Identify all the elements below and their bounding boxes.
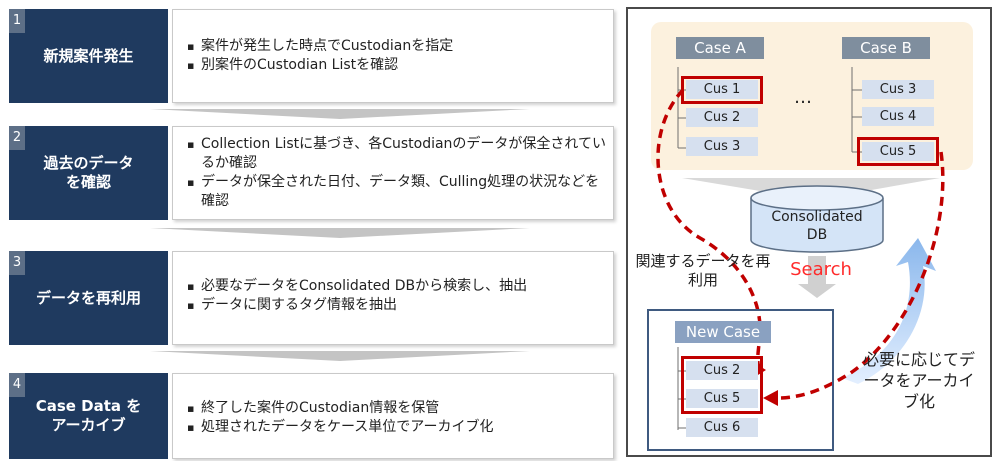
case-b-custodian: Cus 5 — [862, 142, 934, 161]
step-3-box: 3 データを再利用 — [9, 251, 168, 345]
step-4-number: 4 — [9, 373, 25, 397]
step-4-description: 終了した案件のCustodian情報を保管 処理されたデータをケース単位でアーカ… — [172, 373, 614, 459]
step-4-box: 4 Case Data をアーカイブ — [9, 373, 168, 459]
case-a-custodian: Cus 1 — [686, 80, 758, 99]
search-label: Search — [790, 259, 852, 280]
cases-ellipsis: … — [794, 87, 812, 108]
step-connector-arrow — [150, 351, 530, 361]
case-b-tree-line — [851, 67, 862, 153]
db-to-new-case-arrow — [798, 256, 836, 298]
step-2-bullet: データが保全された日付、データ類、Culling処理の状況などを確認 — [187, 173, 607, 211]
step-4-title: Case Data をアーカイブ — [9, 373, 168, 459]
step-connector-arrow — [150, 228, 530, 238]
new-case-custodian: Cus 6 — [686, 418, 758, 437]
new-case-custodian: Cus 5 — [686, 389, 758, 408]
step-3-description: 必要なデータをConsolidated DBから検索し、抽出 データに関するタグ… — [172, 251, 614, 345]
step-2-number: 2 — [9, 126, 25, 150]
step-1-bullet: 別案件のCustodian Listを確認 — [187, 56, 607, 75]
step-1-box: 1 新規案件発生 — [9, 9, 168, 103]
step-4-bullet: 終了した案件のCustodian情報を保管 — [187, 399, 607, 418]
case-a-custodian: Cus 3 — [686, 137, 758, 156]
reuse-label: 関連するデータを再利用 — [635, 252, 771, 289]
step-1-bullet: 案件が発生した時点でCustodianを指定 — [187, 37, 607, 56]
case-b-custodian: Cus 4 — [862, 107, 934, 126]
step-connector-arrow — [150, 109, 530, 119]
step-4-bullet: 処理されたデータをケース単位でアーカイブ化 — [187, 418, 607, 437]
highlight-cus5-case-b — [857, 137, 939, 166]
case-a-header: Case A — [676, 37, 764, 59]
diagram-frame — [626, 7, 992, 457]
step-2-title: 過去のデータを確認 — [9, 126, 168, 220]
step-1-title: 新規案件発生 — [43, 46, 134, 65]
consolidated-db-cylinder — [750, 185, 884, 253]
reuse-path-cus1 — [656, 88, 764, 372]
highlight-reused-custodians — [681, 356, 763, 414]
step-3-bullet: データに関するタグ情報を抽出 — [187, 296, 607, 315]
highlight-cus1 — [681, 76, 763, 104]
new-case-header: New Case — [675, 321, 771, 343]
step-3-number: 3 — [9, 251, 25, 275]
case-b-header: Case B — [842, 37, 930, 59]
step-1-number: 1 — [9, 9, 25, 33]
step-2-title-text: 過去のデータを確認 — [43, 154, 134, 191]
archive-label: 必要に応じてデータをアーカイブ化 — [862, 350, 975, 411]
case-a-custodian: Cus 2 — [686, 108, 758, 127]
step-4-title-text: Case Data をアーカイブ — [35, 397, 142, 434]
step-2-description: Collection Listに基づき、各Custodianのデータが保全されて… — [172, 126, 614, 220]
archive-arrow — [842, 238, 936, 384]
consolidated-db-label: Consolidated DB — [771, 209, 863, 243]
step-3-bullet: 必要なデータをConsolidated DBから検索し、抽出 — [187, 277, 607, 296]
reuse-path-cus5-arrowhead — [763, 390, 778, 406]
step-2-box: 2 過去のデータを確認 — [9, 126, 168, 220]
new-case-container — [647, 309, 834, 451]
step-2-bullet: Collection Listに基づき、各Custodianのデータが保全されて… — [187, 135, 607, 173]
new-case-custodian: Cus 2 — [686, 361, 758, 380]
step-1-description: 案件が発生した時点でCustodianを指定 別案件のCustodian Lis… — [172, 9, 614, 103]
case-b-custodian: Cus 3 — [862, 80, 934, 99]
step-3-title: データを再利用 — [35, 288, 141, 307]
